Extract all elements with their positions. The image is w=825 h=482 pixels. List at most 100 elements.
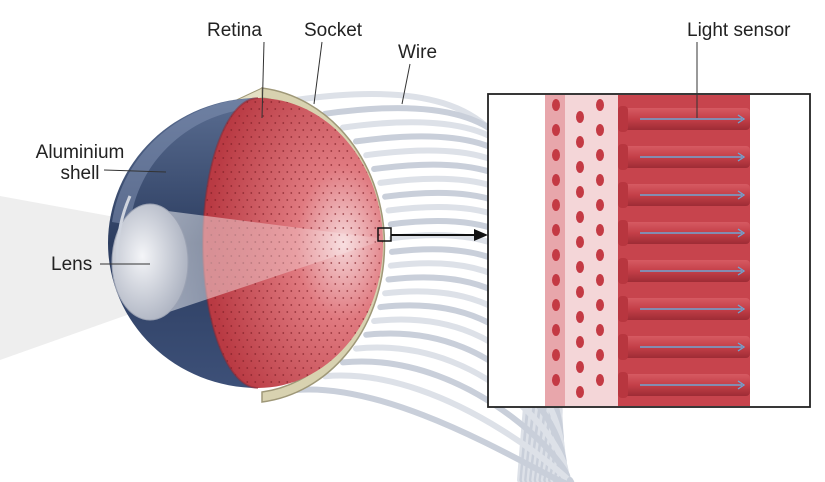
retina-dot — [278, 129, 281, 131]
retina-dot — [266, 122, 269, 124]
retina-dot — [254, 283, 257, 285]
retina-dot — [246, 143, 249, 145]
retina-dot — [326, 129, 329, 131]
retina-dot — [262, 199, 265, 201]
tube-end — [618, 106, 628, 132]
retina-dot — [302, 339, 305, 341]
retina-dot — [354, 178, 357, 180]
retina-dot — [314, 206, 317, 208]
retina-dot — [342, 157, 345, 159]
retina-dot — [318, 227, 321, 229]
retina-dot — [278, 311, 281, 313]
retina-dot — [338, 262, 341, 264]
retina-dot — [282, 360, 285, 362]
retina-dot — [298, 332, 301, 334]
retina-dot — [342, 255, 345, 257]
retina-dot — [322, 332, 325, 334]
retina-dot — [222, 297, 225, 299]
retina-dot — [214, 213, 217, 215]
retina-dot — [290, 360, 293, 362]
retina-dot — [338, 276, 341, 278]
retina-dot — [270, 325, 273, 327]
retina-dot — [294, 311, 297, 313]
retina-dot — [278, 199, 281, 201]
retina-dot — [234, 318, 237, 320]
retina-dot — [358, 101, 361, 103]
retina-dot — [318, 381, 321, 383]
retina-dot — [254, 339, 257, 341]
retina-dot — [366, 255, 369, 257]
retina-dot — [282, 346, 285, 348]
retina-dot — [262, 171, 265, 173]
retina-dot — [214, 157, 217, 159]
retina-dot — [286, 381, 289, 383]
retina-dot — [294, 115, 297, 117]
retina-dot — [230, 339, 233, 341]
retina-dot — [242, 360, 245, 362]
retina-dot — [298, 220, 301, 222]
retina-dot — [314, 332, 317, 334]
pore — [596, 149, 604, 161]
retina-dot — [354, 164, 357, 166]
retina-dot — [298, 108, 301, 110]
retina-dot — [306, 122, 309, 124]
retina-dot — [254, 185, 257, 187]
retina-dot — [282, 276, 285, 278]
retina-dot — [266, 108, 269, 110]
retina-dot — [270, 367, 273, 369]
retina-dot — [354, 136, 357, 138]
retina-dot — [230, 171, 233, 173]
retina-dot — [254, 199, 257, 201]
retina-dot — [298, 136, 301, 138]
retina-dot — [246, 157, 249, 159]
wire-strand — [292, 386, 575, 482]
retina-dot — [274, 346, 277, 348]
retina-dot — [366, 353, 369, 355]
retina-dot — [286, 157, 289, 159]
retina-dot — [322, 206, 325, 208]
retina-dot — [294, 297, 297, 299]
retina-dot — [326, 325, 329, 327]
retina-dot — [330, 150, 333, 152]
retina-dot — [250, 318, 253, 320]
retina-dot — [262, 185, 265, 187]
retina-dot — [382, 143, 383, 145]
retina-dot — [318, 339, 321, 341]
retina-dot — [298, 346, 301, 348]
retina-dot — [310, 101, 313, 103]
retina-dot — [238, 171, 241, 173]
retina-dot — [290, 304, 293, 306]
socket-leader — [313, 41, 323, 105]
retina-dot — [342, 213, 345, 215]
retina-dot — [238, 311, 241, 313]
retina-dot — [362, 248, 365, 250]
retina-dot — [282, 304, 285, 306]
retina-dot — [298, 122, 301, 124]
retina-dot — [282, 122, 285, 124]
retina-dot — [362, 290, 365, 292]
retina-dot — [290, 192, 293, 194]
retina-dot — [358, 353, 361, 355]
aluminium-shell-label-line2: shell — [60, 163, 100, 184]
retina-dot — [302, 311, 305, 313]
retina-dot — [370, 164, 373, 166]
retina-dot — [222, 157, 225, 159]
retina-dot — [282, 318, 285, 320]
retina-dot — [374, 213, 377, 215]
retina-dot — [246, 367, 249, 369]
retina-dot — [306, 192, 309, 194]
retina-dot — [234, 304, 237, 306]
retina-dot — [222, 213, 225, 215]
retina-pores — [552, 99, 604, 398]
tube-end — [618, 334, 628, 360]
retina-dot — [302, 185, 305, 187]
retina-dot — [362, 150, 365, 152]
pore — [596, 324, 604, 336]
retina-dot — [286, 297, 289, 299]
pore — [552, 299, 560, 311]
retina-dot — [326, 381, 329, 383]
pore — [596, 349, 604, 361]
retina-dot — [310, 199, 313, 201]
retina-dot — [274, 164, 277, 166]
